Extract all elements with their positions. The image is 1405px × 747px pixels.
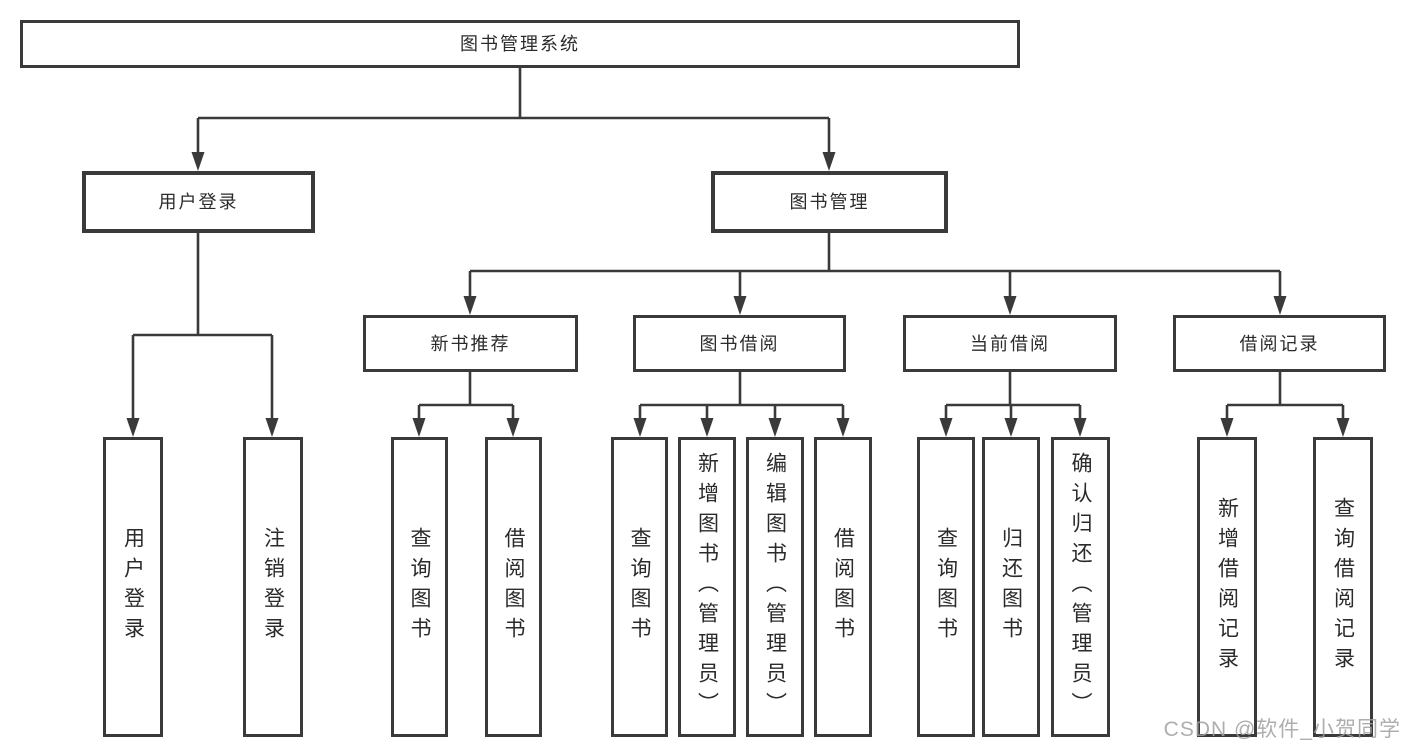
leaf-query-borrow-record-label: 查询借阅记录 <box>1331 497 1355 677</box>
leaf-borrowing-query-books: 查询图书 <box>611 437 668 737</box>
leaf-borrowing-query-books-label: 查询图书 <box>628 527 651 647</box>
leaf-logout: 注销登录 <box>243 437 303 737</box>
leaf-recommend-query-books: 查询图书 <box>391 437 448 737</box>
leaf-user-login-label: 用户登录 <box>121 527 145 647</box>
node-new-book-recommend-label: 新书推荐 <box>430 333 511 354</box>
node-user-login-label: 用户登录 <box>158 192 239 212</box>
node-new-book-recommend: 新书推荐 <box>363 315 578 372</box>
leaf-edit-books-admin: 编辑图书（管理员） <box>746 437 804 737</box>
leaf-edit-books-admin-label: 编辑图书（管理员） <box>763 452 787 722</box>
node-borrowing-records-label: 借阅记录 <box>1239 333 1320 354</box>
csdn-watermark: CSDN @软件_小贺同学 <box>1163 718 1401 741</box>
leaf-current-query-books: 查询图书 <box>917 437 975 737</box>
leaf-user-login: 用户登录 <box>103 437 163 737</box>
leaf-confirm-return-admin: 确认归还（管理员） <box>1051 437 1110 737</box>
node-current-borrowing: 当前借阅 <box>903 315 1117 372</box>
leaf-recommend-query-books-label: 查询图书 <box>408 527 431 647</box>
node-book-management: 图书管理 <box>711 171 948 233</box>
leaf-return-books-label: 归还图书 <box>999 527 1023 647</box>
leaf-return-books: 归还图书 <box>982 437 1040 737</box>
node-book-borrowing-label: 图书借阅 <box>699 333 780 354</box>
leaf-confirm-return-admin-label: 确认归还（管理员） <box>1069 452 1092 722</box>
node-library-system-label: 图书管理系统 <box>460 34 580 54</box>
leaf-recommend-borrow-books: 借阅图书 <box>485 437 542 737</box>
leaf-add-borrow-record-label: 新增借阅记录 <box>1215 497 1239 677</box>
leaf-borrow-books-label: 借阅图书 <box>831 527 855 647</box>
leaf-add-books-admin-label: 新增图书（管理员） <box>695 452 719 722</box>
leaf-current-query-books-label: 查询图书 <box>934 527 958 647</box>
node-book-borrowing: 图书借阅 <box>633 315 846 372</box>
node-library-system: 图书管理系统 <box>20 20 1020 68</box>
node-book-management-label: 图书管理 <box>789 192 870 212</box>
leaf-add-borrow-record: 新增借阅记录 <box>1197 437 1257 737</box>
node-user-login: 用户登录 <box>82 171 315 233</box>
leaf-add-books-admin: 新增图书（管理员） <box>678 437 736 737</box>
leaf-recommend-borrow-books-label: 借阅图书 <box>502 527 525 647</box>
node-current-borrowing-label: 当前借阅 <box>970 333 1050 354</box>
node-borrowing-records: 借阅记录 <box>1173 315 1386 372</box>
leaf-borrow-books: 借阅图书 <box>814 437 872 737</box>
leaf-query-borrow-record: 查询借阅记录 <box>1313 437 1373 737</box>
leaf-logout-label: 注销登录 <box>261 527 285 647</box>
